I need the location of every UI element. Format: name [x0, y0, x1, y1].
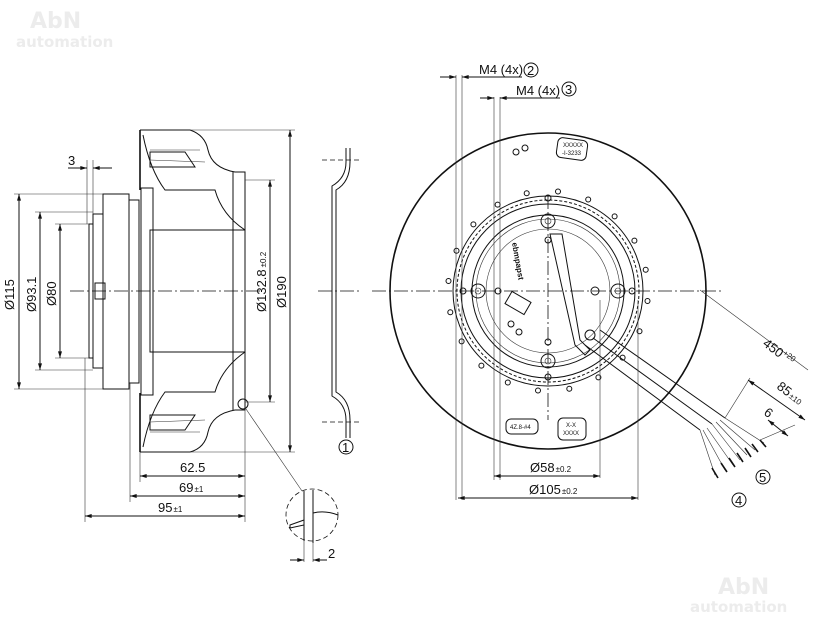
dim-6: 6 [761, 404, 776, 420]
cable-guide [549, 233, 591, 356]
balancing-clip [644, 298, 651, 304]
dim-69: 69 [179, 480, 193, 495]
svg-text:95±1: 95±1 [158, 500, 183, 515]
dim-d80: Ø80 [44, 281, 59, 306]
dim-85: 85 [774, 378, 795, 399]
balancing-clip [478, 362, 485, 369]
dim-2: 2 [328, 546, 335, 561]
side-view: Ø115 Ø93.1 Ø80 Ø132.8 ±0.2 Ø190 3 [2, 129, 362, 562]
dim-d93: Ø93.1 [24, 277, 39, 312]
dim-d132: Ø132.8 [254, 269, 269, 312]
balancing-clip [470, 221, 477, 228]
balancing-clip [631, 237, 638, 244]
mounting-screws [459, 144, 636, 381]
label-bottom-right: X-X XXXX [557, 417, 587, 441]
front-diameter-dims: Ø58±0.2 Ø105±0.2 [457, 300, 639, 500]
svg-text:69±1: 69±1 [179, 480, 204, 495]
dim-d105: Ø105 [529, 482, 561, 497]
svg-text:automation: automation [690, 598, 787, 616]
svg-text:450+20: 450+20 [760, 335, 798, 369]
svg-text:X-X: X-X [566, 423, 576, 429]
svg-text:M4 (4x): M4 (4x) [479, 62, 523, 77]
dim-d132-tol: ±0.2 [259, 251, 268, 267]
dim-gap-3: 3 [68, 153, 112, 224]
detail-marker [237, 398, 249, 410]
cable [584, 329, 767, 479]
m4-dimension-a: M4 (4x) 2 [440, 62, 539, 500]
front-view: ebmpapst XXXXX -I-3233 4Z.8-#4 X-X XXXX [372, 62, 809, 508]
callout-4: 4 [735, 493, 742, 508]
label-bottom-left: 4Z.8-#4 [505, 418, 539, 435]
callout-1 [338, 439, 354, 455]
svg-text:Ø132.8±0.2: Ø132.8 ±0.2 [254, 251, 269, 312]
balancing-clip [535, 387, 541, 394]
impeller-outline [139, 129, 249, 453]
m4-dimension-b: M4 (4x) 3 [480, 81, 577, 480]
balancing-clip [566, 385, 573, 392]
balancing-clip [494, 201, 501, 208]
svg-text:3: 3 [565, 82, 572, 97]
dim-d58: Ø58 [530, 460, 555, 475]
balancing-clip [611, 213, 618, 220]
dim-d190: Ø190 [274, 276, 289, 308]
svg-text:XXXX: XXXX [563, 431, 579, 437]
inlet-ring-profile: 1 [318, 148, 362, 455]
svg-text:M4 (4x): M4 (4x) [516, 83, 560, 98]
watermark-bottom-right: AbN automation [690, 575, 787, 616]
svg-text:1: 1 [342, 440, 349, 455]
svg-text:AbN: AbN [718, 575, 769, 600]
dim-62-5: 62.5 [180, 460, 205, 475]
balancing-clip [595, 374, 602, 381]
balancing-clip [555, 188, 561, 195]
balancing-clip [523, 190, 530, 197]
svg-text:85±10: 85±10 [774, 378, 806, 408]
balancing-clip [453, 247, 460, 254]
diameter-dimensions: Ø115 Ø93.1 Ø80 Ø132.8 ±0.2 Ø190 [2, 129, 295, 453]
svg-text:AbN: AbN [30, 9, 81, 34]
balancing-clip [445, 278, 452, 284]
label-top: XXXXX -I-3233 [555, 137, 589, 161]
svg-text:Ø105±0.2: Ø105±0.2 [529, 482, 578, 497]
balancing-clip [642, 266, 649, 273]
svg-text:Ø58±0.2: Ø58±0.2 [530, 460, 572, 475]
detail-view: 2 [245, 408, 339, 562]
brand-stamp: ebmpapst [510, 242, 525, 281]
dim-d115: Ø115 [2, 279, 17, 310]
svg-text:XXXXX: XXXXX [563, 143, 583, 149]
svg-text:automation: automation [16, 33, 113, 51]
ce-label [504, 290, 532, 316]
svg-text:2: 2 [527, 63, 534, 78]
balancing-clip [636, 328, 643, 335]
watermark-top-left: AbN automation [16, 9, 113, 51]
svg-text:3: 3 [68, 153, 75, 168]
balancing-clip [447, 309, 454, 316]
svg-text:4Z.8-#4: 4Z.8-#4 [510, 425, 531, 431]
rotor-plate [140, 187, 154, 396]
balancing-clip [504, 379, 511, 386]
svg-text:-I-3233: -I-3233 [562, 151, 582, 157]
dim-95: 95 [158, 500, 172, 515]
balancing-clip [458, 338, 465, 345]
motor-flange [88, 193, 140, 390]
length-dimensions: 62.5 69±1 95±1 [84, 358, 246, 522]
callout-5: 5 [759, 470, 766, 485]
balancing-clip [585, 196, 592, 203]
balancing-clips [445, 188, 651, 394]
